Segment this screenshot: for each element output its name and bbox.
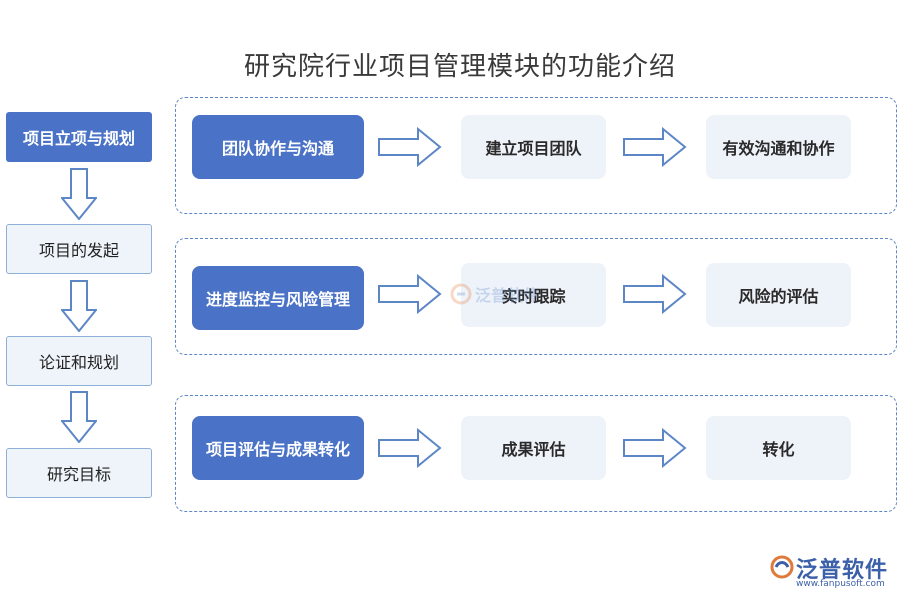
group-team-collaboration [175,97,897,214]
group-main-evaluation-transformation: 项目评估与成果转化 [192,416,364,480]
right-arrow-icon [378,127,442,167]
step-build-team: 建立项目团队 [461,115,606,179]
brand-name: 泛普软件 [796,558,889,583]
watermark-logo-icon [450,283,472,305]
page-title: 研究院行业项目管理模块的功能介绍 [243,52,676,82]
down-arrow-icon [61,168,97,220]
step-label: 成果评估 [501,440,566,459]
left-step-project-initiation: 项目立项与规划 [6,112,152,162]
right-arrow-icon [378,428,442,468]
step-label: 转化 [762,440,795,459]
step-label: 建立项目团队 [485,139,582,158]
group-main-label: 进度监控与风险管理 [205,290,350,309]
step-effective-communication: 有效沟通和协作 [706,115,851,179]
watermark: 泛普软件 [450,282,539,306]
group-evaluation-transformation [175,395,897,512]
right-arrow-icon [623,428,687,468]
left-step-label: 项目的发起 [38,241,119,260]
left-step-label: 研究目标 [46,465,111,484]
group-main-progress-risk: 进度监控与风险管理 [192,266,364,330]
brand-logo-icon [770,555,794,579]
step-label: 有效沟通和协作 [722,139,835,158]
group-progress-risk [175,238,897,355]
right-arrow-icon [623,127,687,167]
down-arrow-icon [61,280,97,332]
group-main-label: 团队协作与沟通 [221,139,334,158]
left-step-research-goal: 研究目标 [6,448,152,498]
step-risk-assessment: 风险的评估 [706,263,851,327]
step-label: 实时跟踪 [501,287,566,306]
group-main-label: 项目评估与成果转化 [205,440,350,459]
brand-logo: 泛普软件 www.fanpusoft.com [770,552,895,594]
left-step-project-launch: 项目的发起 [6,224,152,274]
left-step-label: 项目立项与规划 [22,129,135,148]
brand-url: www.fanpusoft.com [796,579,885,589]
right-arrow-icon [623,274,687,314]
group-main-team-collaboration: 团队协作与沟通 [192,115,364,179]
watermark-text: 泛普软件 [475,286,540,305]
step-result-evaluation: 成果评估 [461,416,606,480]
left-step-feasibility-planning: 论证和规划 [6,336,152,386]
left-step-label: 论证和规划 [38,353,119,372]
down-arrow-icon [61,391,97,443]
step-transformation: 转化 [706,416,851,480]
step-label: 风险的评估 [738,287,819,306]
right-arrow-icon [378,274,442,314]
step-real-time-tracking: 实时跟踪 [461,263,606,327]
